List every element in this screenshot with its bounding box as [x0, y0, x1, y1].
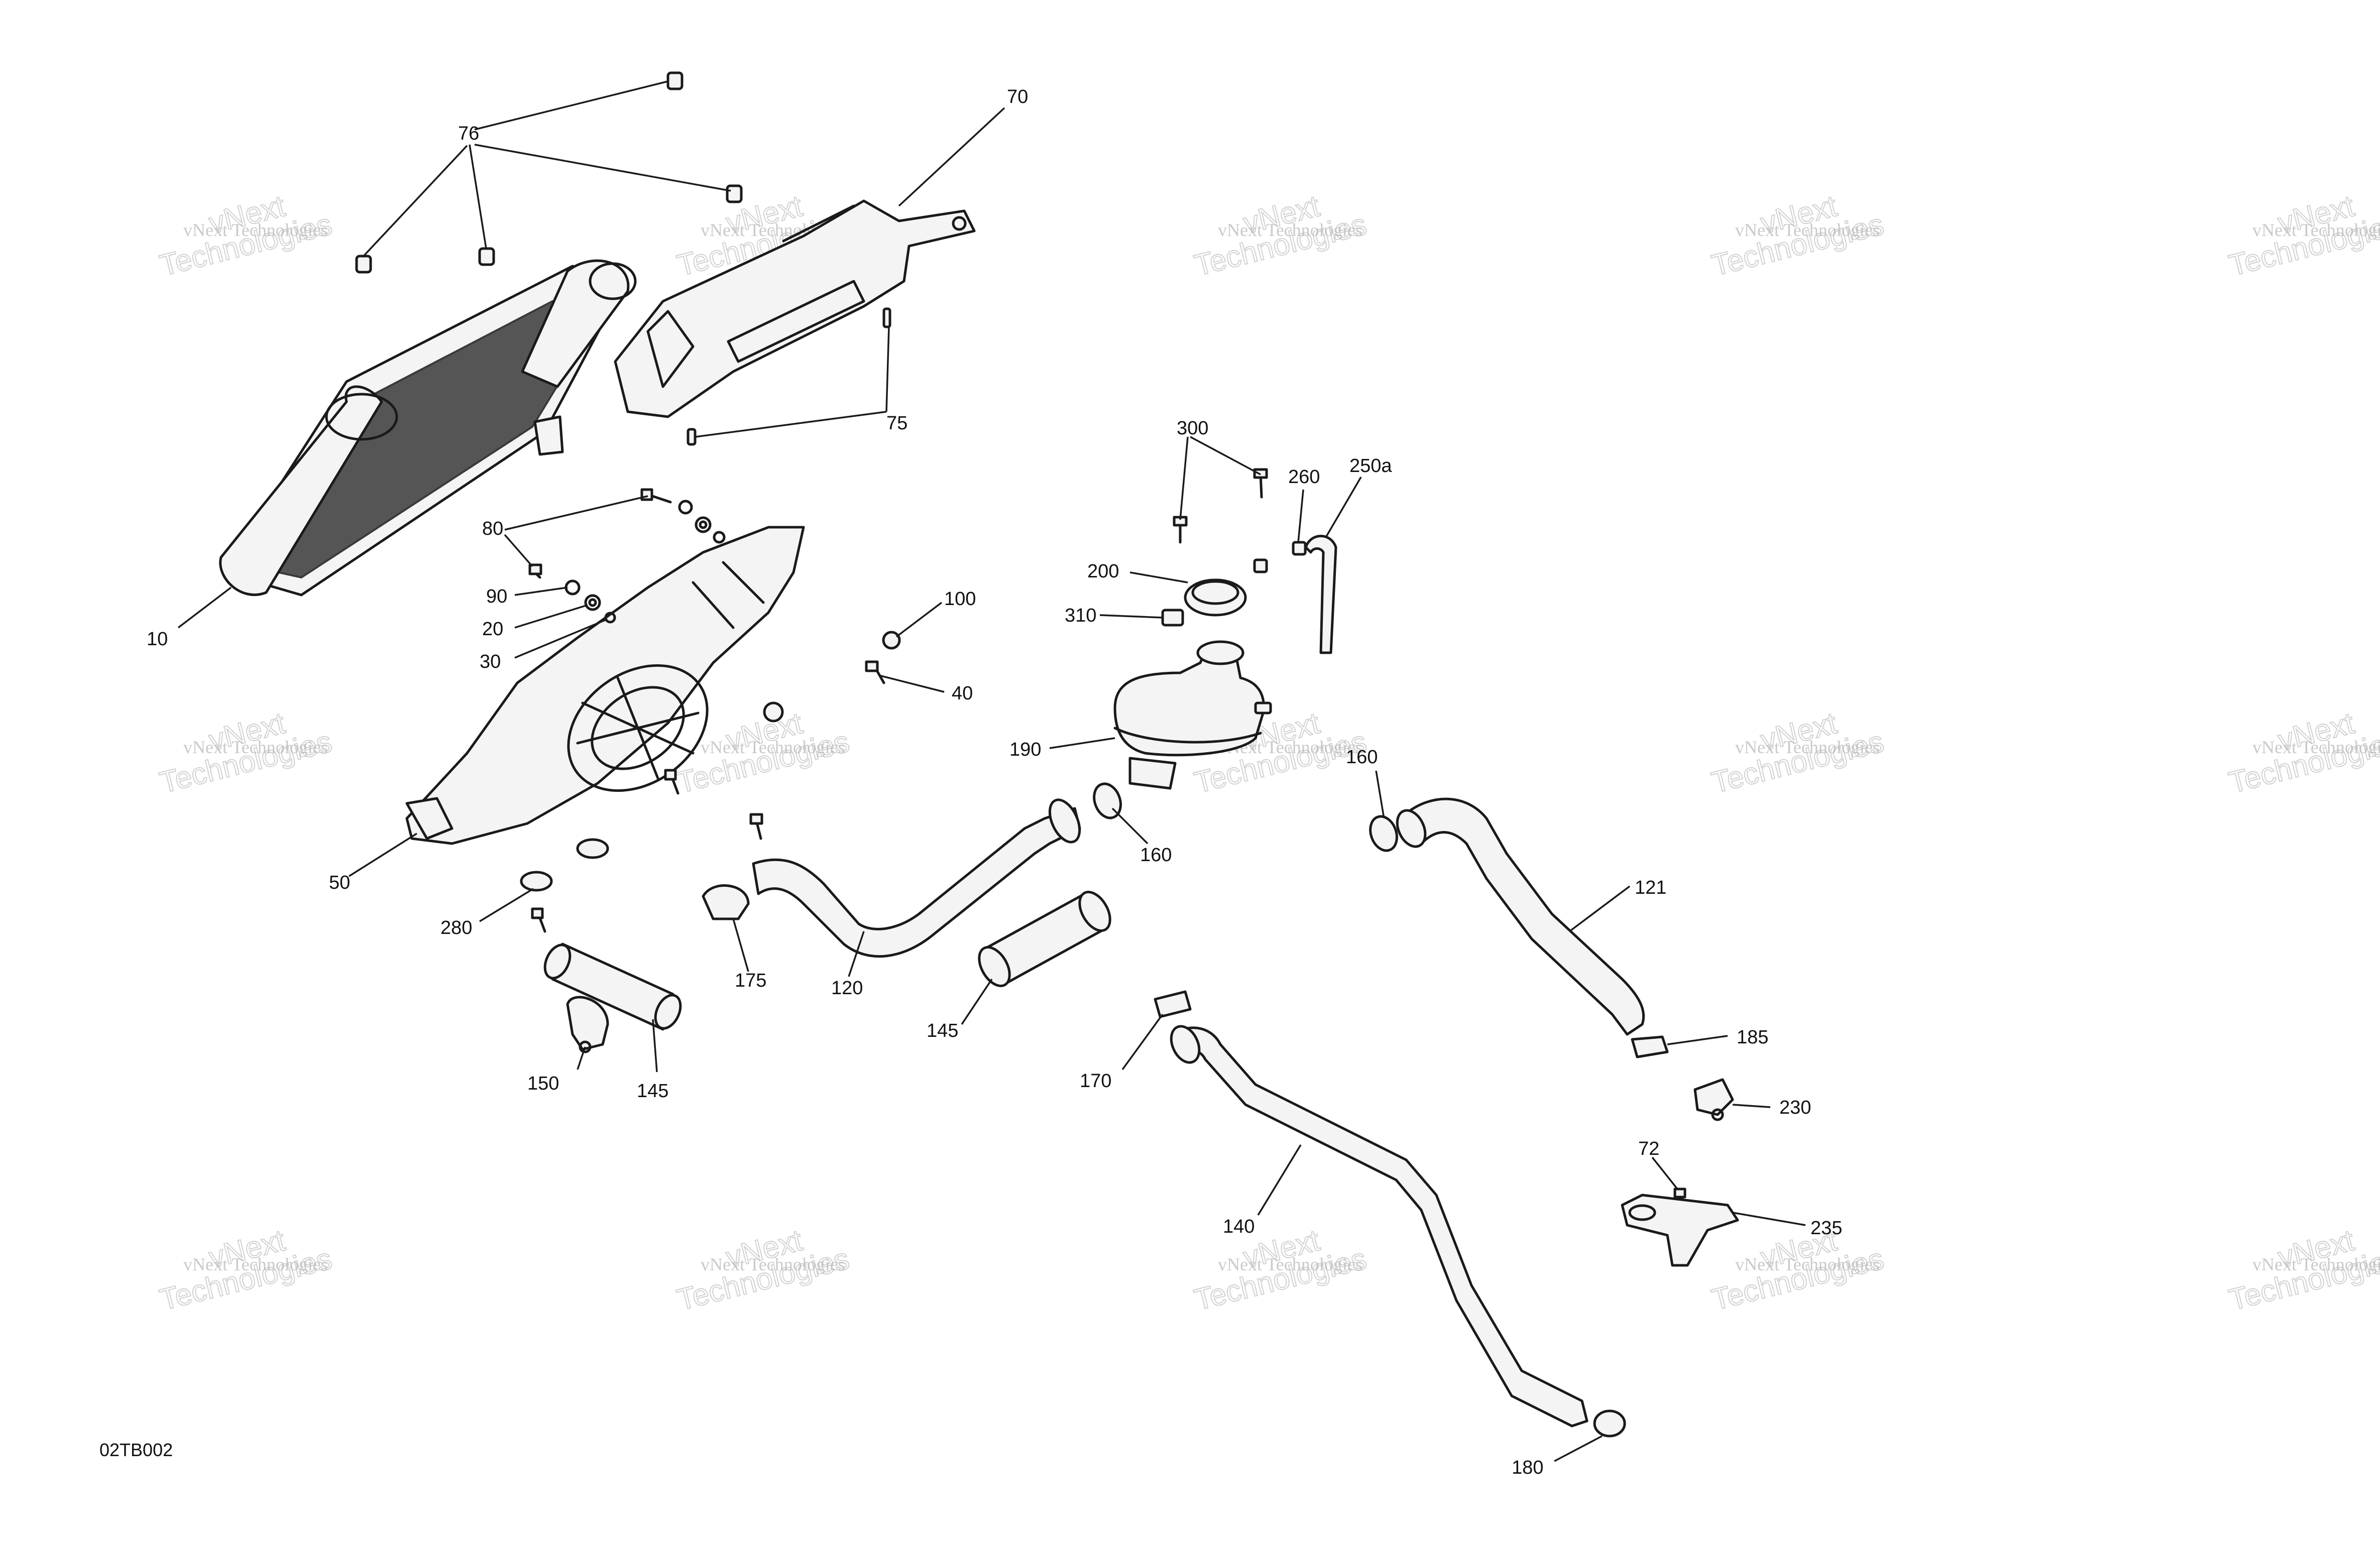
callout-10: 10 — [147, 629, 168, 650]
callout-72: 72 — [1638, 1138, 1659, 1159]
clamp-part-175 — [702, 884, 750, 920]
reservoir-part-190 — [1113, 640, 1272, 790]
hose-part-145-left — [543, 942, 682, 1031]
fastener-hardware — [528, 488, 901, 840]
callout-250a: 250a — [1349, 455, 1392, 477]
diagram-code: 02TB002 — [99, 1440, 173, 1460]
callout-260: 260 — [1288, 466, 1320, 488]
callout-235: 235 — [1810, 1218, 1842, 1239]
callout-20: 20 — [482, 619, 503, 640]
cap-part-200 — [1184, 558, 1268, 617]
callout-160-left: 160 — [1140, 845, 1172, 866]
pin-hardware-75 — [687, 307, 891, 446]
clamp-part-150 — [566, 996, 609, 1053]
watermark-line1: vNext Technologies — [1735, 737, 1880, 757]
upper-deflector-part — [614, 199, 976, 418]
callout-90: 90 — [486, 586, 507, 607]
callout-200: 200 — [1087, 561, 1119, 582]
clamp-part-170 — [1154, 990, 1192, 1018]
callout-145-left: 145 — [637, 1081, 668, 1102]
callout-50: 50 — [329, 872, 350, 893]
watermark-line1: vNext Technologies — [2252, 737, 2380, 757]
hose-part-120 — [752, 798, 1081, 958]
callout-300: 300 — [1177, 418, 1208, 439]
callout-30: 30 — [480, 651, 501, 672]
watermark-line1: vNext Technologies — [701, 737, 845, 757]
bracket-part-235 — [1621, 1194, 1739, 1267]
hose-part-140 — [1170, 1025, 1589, 1428]
fitting-part-260 — [1292, 541, 1307, 556]
callout-310: 310 — [1065, 605, 1096, 626]
clamp-part-185 — [1631, 1035, 1669, 1058]
callout-100: 100 — [944, 588, 976, 610]
callout-80: 80 — [482, 518, 503, 539]
bracket-part-230 — [1693, 1078, 1734, 1121]
watermark-line1: vNext Technologies — [183, 220, 328, 240]
watermark-line1: vNext Technologies — [183, 737, 328, 757]
callout-150: 150 — [527, 1073, 559, 1094]
callout-121: 121 — [1635, 877, 1666, 898]
callout-230: 230 — [1779, 1097, 1811, 1118]
callout-76: 76 — [458, 123, 479, 144]
callout-70: 70 — [1007, 86, 1028, 107]
callout-120: 120 — [831, 978, 863, 999]
clamp-part-160 — [1093, 782, 1398, 852]
watermark-line1: vNext Technologies — [701, 1254, 845, 1274]
callout-160-right: 160 — [1346, 747, 1378, 768]
watermark-line1: vNext Technologies — [1218, 1254, 1363, 1274]
watermark-line1: vNext Technologies — [183, 1254, 328, 1274]
clamp-part-180 — [1593, 1409, 1626, 1438]
clip-part-310 — [1161, 609, 1184, 627]
watermark-line1: vNext Technologies — [1735, 220, 1880, 240]
radiator-part — [219, 259, 637, 597]
watermark-line1: vNext Technologies — [2252, 220, 2380, 240]
hose-part-121 — [1396, 797, 1645, 1036]
leader-lines — [177, 80, 1806, 1462]
callout-175: 175 — [735, 970, 766, 991]
callout-145-center: 145 — [927, 1020, 958, 1041]
hose-part-145-center — [978, 891, 1111, 987]
callout-190: 190 — [1009, 739, 1041, 760]
bolt-hardware-300 — [1173, 468, 1268, 544]
grommet-part-280 — [520, 838, 609, 933]
clip-hardware-76 — [355, 71, 743, 274]
vent-hose-part-250a — [1304, 535, 1337, 654]
callout-140: 140 — [1223, 1216, 1255, 1237]
callout-40: 40 — [952, 683, 973, 704]
callout-180: 180 — [1512, 1457, 1543, 1478]
watermark-line1: vNext Technologies — [1735, 1254, 1880, 1274]
watermark-line1: vNext Technologies — [2252, 1254, 2380, 1274]
fan-shroud-part — [405, 526, 805, 845]
callout-280: 280 — [440, 917, 472, 938]
callout-170: 170 — [1080, 1071, 1111, 1092]
callout-75: 75 — [886, 413, 908, 434]
callout-185: 185 — [1737, 1027, 1768, 1048]
callout-labels: 76 70 75 80 90 20 30 10 100 40 50 280 15… — [147, 86, 1842, 1478]
watermark-line1: vNext Technologies — [1218, 220, 1363, 240]
